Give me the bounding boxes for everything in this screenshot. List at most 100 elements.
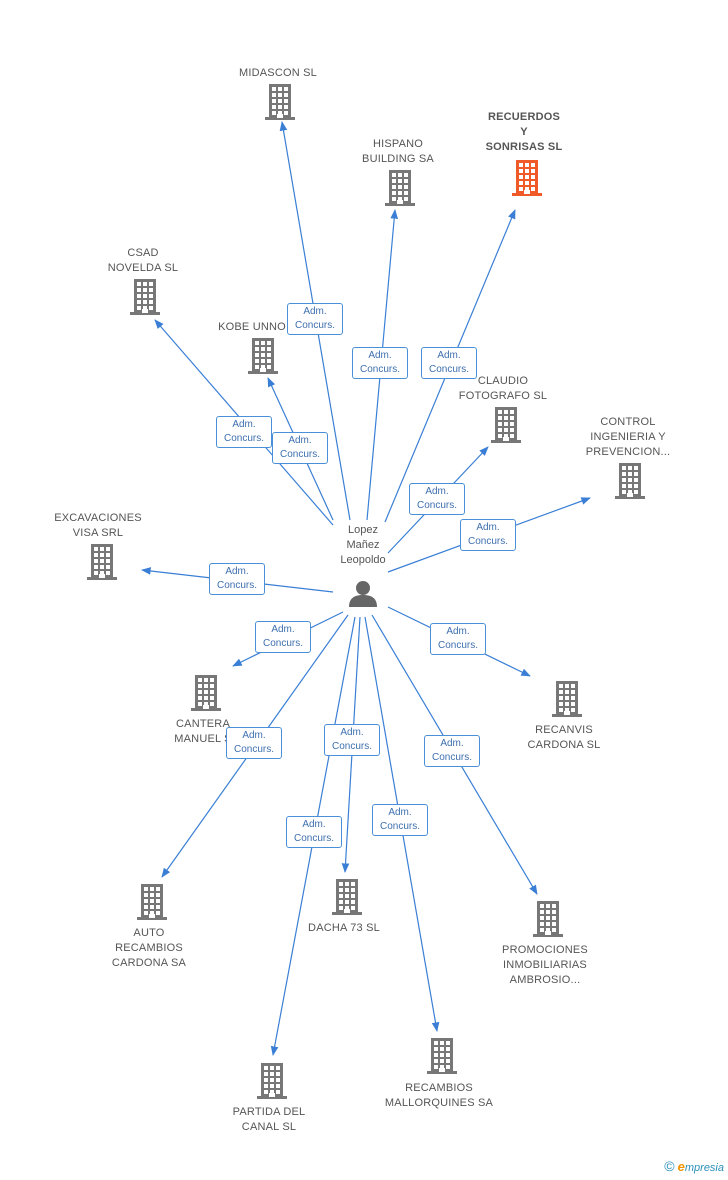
company-label-line: PREVENCION... xyxy=(585,446,671,458)
company-label-line: PARTIDA DEL xyxy=(232,1106,306,1118)
role-badge-auto[interactable]: Adm.Concurs. xyxy=(226,727,282,759)
role-badge-kobe[interactable]: Adm.Concurs. xyxy=(272,432,328,464)
role-text: Concurs. xyxy=(379,821,420,832)
company-label-recuerdos[interactable]: RECUERDOS Y SONRISAS SL xyxy=(449,110,599,155)
role-text: Adm. xyxy=(271,624,295,635)
role-text: Concurs. xyxy=(223,433,264,444)
building-icon-recambios-mall[interactable] xyxy=(427,1038,457,1079)
building-icon-kobe[interactable] xyxy=(248,338,278,379)
company-label-line: RECAMBIOS xyxy=(115,942,183,954)
company-label-line: MALLORQUINES SA xyxy=(384,1097,494,1109)
building-icon-csad[interactable] xyxy=(130,279,160,320)
company-label-line: Y xyxy=(520,126,528,138)
company-label-line: INGENIERIA Y xyxy=(590,431,666,443)
role-badge-promociones[interactable]: Adm. Concurs. xyxy=(424,735,480,767)
role-text: Adm. xyxy=(440,738,464,749)
role-badge-dacha[interactable]: Adm.Concurs. xyxy=(324,724,380,756)
role-badge-cantera[interactable]: Adm. Concurs. xyxy=(255,621,311,653)
company-label-line: CARDONA SL xyxy=(527,739,601,751)
building-icon-midascon[interactable] xyxy=(265,84,295,125)
role-badge-hispano[interactable]: Adm.Concurs. xyxy=(352,347,408,379)
company-label-hispano[interactable]: HISPANO BUILDING SA xyxy=(323,137,473,167)
role-text: Adm. xyxy=(368,350,392,361)
company-label-line: RECUERDOS xyxy=(487,111,561,123)
company-label-kobe[interactable]: KOBE UNNO xyxy=(177,320,327,335)
company-label-excavaciones[interactable]: EXCAVACIONES VISA SRL xyxy=(23,511,173,541)
building-icon-excavaciones[interactable] xyxy=(87,544,117,585)
role-badge-partida[interactable]: Adm. Concurs. xyxy=(286,816,342,848)
company-label-line: MIDASCON SL xyxy=(239,67,317,79)
role-text: Concurs. xyxy=(431,752,472,763)
company-label-control[interactable]: CONTROL INGENIERIA Y PREVENCION... xyxy=(553,415,703,460)
role-text: Concurs. xyxy=(216,580,257,591)
role-text: Concurs. xyxy=(262,638,303,649)
company-label-line: DACHA 73 SL xyxy=(308,922,380,934)
company-label-line: PROMOCIONES xyxy=(502,944,588,956)
role-badge-csad[interactable]: Adm. Concurs. xyxy=(216,416,272,448)
company-label-line: AMBROSIO... xyxy=(509,974,581,986)
company-label-line: CANTERA xyxy=(176,718,230,730)
role-text: Concurs. xyxy=(467,536,508,547)
company-label-line: FOTOGRAFO SL xyxy=(458,390,548,402)
role-text: Concurs. xyxy=(428,364,469,375)
role-text: Adm. xyxy=(232,419,256,430)
company-label-line: RECAMBIOS xyxy=(405,1082,473,1094)
company-label-line: NOVELDA SL xyxy=(107,262,179,274)
role-badge-claudio[interactable]: Adm. Concurs. xyxy=(409,483,465,515)
role-text: Concurs. xyxy=(279,449,320,460)
building-icon-promociones[interactable] xyxy=(533,901,563,942)
role-text: Adm. xyxy=(476,522,500,533)
building-icon-claudio[interactable] xyxy=(491,407,521,448)
role-badge-midascon[interactable]: Adm. Concurs. xyxy=(287,303,343,335)
company-label-line: VISA SRL xyxy=(72,527,124,539)
role-text: Adm. xyxy=(302,819,326,830)
role-text: Adm. xyxy=(242,730,266,741)
role-badge-excavaciones[interactable]: Adm. Concurs. xyxy=(209,563,265,595)
company-label-partida[interactable]: PARTIDA DEL CANAL SL xyxy=(194,1105,344,1135)
company-label-line: SONRISAS SL xyxy=(485,141,563,153)
company-label-claudio[interactable]: CLAUDIO FOTOGRAFO SL xyxy=(428,374,578,404)
company-label-line: KOBE UNNO xyxy=(218,321,286,333)
role-text: Adm. xyxy=(425,486,449,497)
role-badge-recambios-mall[interactable]: Adm. Concurs. xyxy=(372,804,428,836)
building-icon-dacha[interactable] xyxy=(332,879,362,920)
role-badge-control[interactable]: Adm. Concurs. xyxy=(460,519,516,551)
role-text: Concurs. xyxy=(293,833,334,844)
building-icon-cantera[interactable] xyxy=(191,675,221,716)
company-label-line: CANAL SL xyxy=(241,1121,297,1133)
company-label-dacha[interactable]: DACHA 73 SL xyxy=(269,921,419,936)
company-label-line: BUILDING SA xyxy=(362,153,434,165)
brand-footer: © empresia xyxy=(664,1158,724,1174)
company-label-line: HISPANO xyxy=(372,138,424,150)
role-text: Adm. xyxy=(446,626,470,637)
company-label-recambios-mall[interactable]: RECAMBIOS MALLORQUINES SA xyxy=(364,1081,514,1111)
building-icon-auto[interactable] xyxy=(137,884,167,925)
role-text: Adm. xyxy=(388,807,412,818)
company-label-line: CONTROL xyxy=(600,416,656,428)
building-icon-partida[interactable] xyxy=(257,1063,287,1104)
person-icon[interactable] xyxy=(349,581,377,607)
company-label-midascon[interactable]: MIDASCON SL xyxy=(203,66,353,81)
role-text: Concurs. xyxy=(294,320,335,331)
role-text: Concurs. xyxy=(416,500,457,511)
building-icon-hispano[interactable] xyxy=(385,170,415,211)
company-label-line: CLAUDIO xyxy=(477,375,529,387)
building-icon-recanvis[interactable] xyxy=(552,681,582,722)
building-icon-recuerdos[interactable] xyxy=(512,160,542,201)
role-text: Adm. xyxy=(225,566,249,577)
role-text: Concurs. xyxy=(331,741,372,752)
role-text: Adm. xyxy=(437,350,461,361)
person-name[interactable]: Lopez Mañez Leopoldo xyxy=(340,524,386,566)
building-icon-control[interactable] xyxy=(615,463,645,504)
role-badge-recanvis[interactable]: Adm.Concurs. xyxy=(430,623,486,655)
company-label-line: EXCAVACIONES xyxy=(54,512,142,524)
role-text: Adm. xyxy=(303,306,327,317)
role-badge-recuerdos[interactable]: Adm. Concurs. xyxy=(421,347,477,379)
company-label-line: CARDONA SA xyxy=(111,957,187,969)
